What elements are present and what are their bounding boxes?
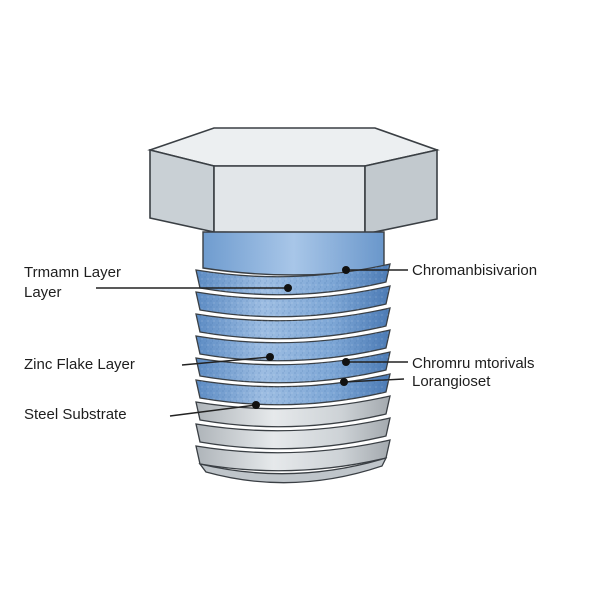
flake-texture — [196, 308, 390, 339]
leader-dot — [266, 353, 274, 361]
leader-dot — [342, 358, 350, 366]
zinc-flake-threads — [195, 263, 391, 406]
label-top-coat-layer: Trmamn Layer — [24, 264, 121, 281]
label-chromate-passivation: Chromanbisivarion — [412, 262, 538, 279]
label-chromium-materials: Chromru mtorivals — [412, 355, 535, 372]
leader-line — [343, 378, 405, 383]
steel-thread-crest — [195, 395, 391, 428]
label-lorangioset: Lorangioset — [412, 373, 491, 390]
bolt-tip — [198, 456, 388, 484]
bolt-head — [147, 127, 440, 235]
leader-dot — [340, 378, 348, 386]
flake-texture — [196, 374, 390, 405]
leader-lines — [96, 266, 408, 417]
label-layer: Layer — [24, 284, 62, 301]
leader-line — [181, 356, 271, 366]
flake-texture — [196, 286, 390, 317]
leader-dot — [252, 401, 260, 409]
flake-texture — [196, 330, 390, 361]
leader-dot — [284, 284, 292, 292]
flake-texture — [196, 352, 390, 383]
label-zinc-flake-layer: Zinc Flake Layer — [24, 356, 135, 373]
label-steel-substrate: Steel Substrate — [24, 406, 127, 423]
steel-thread-crest — [195, 417, 391, 450]
steel-thread-crest — [195, 439, 391, 472]
coating-neck — [202, 231, 385, 276]
steel-threads — [195, 395, 391, 484]
leader-line — [169, 404, 257, 417]
leader-dot — [342, 266, 350, 274]
flake-texture — [196, 264, 390, 295]
